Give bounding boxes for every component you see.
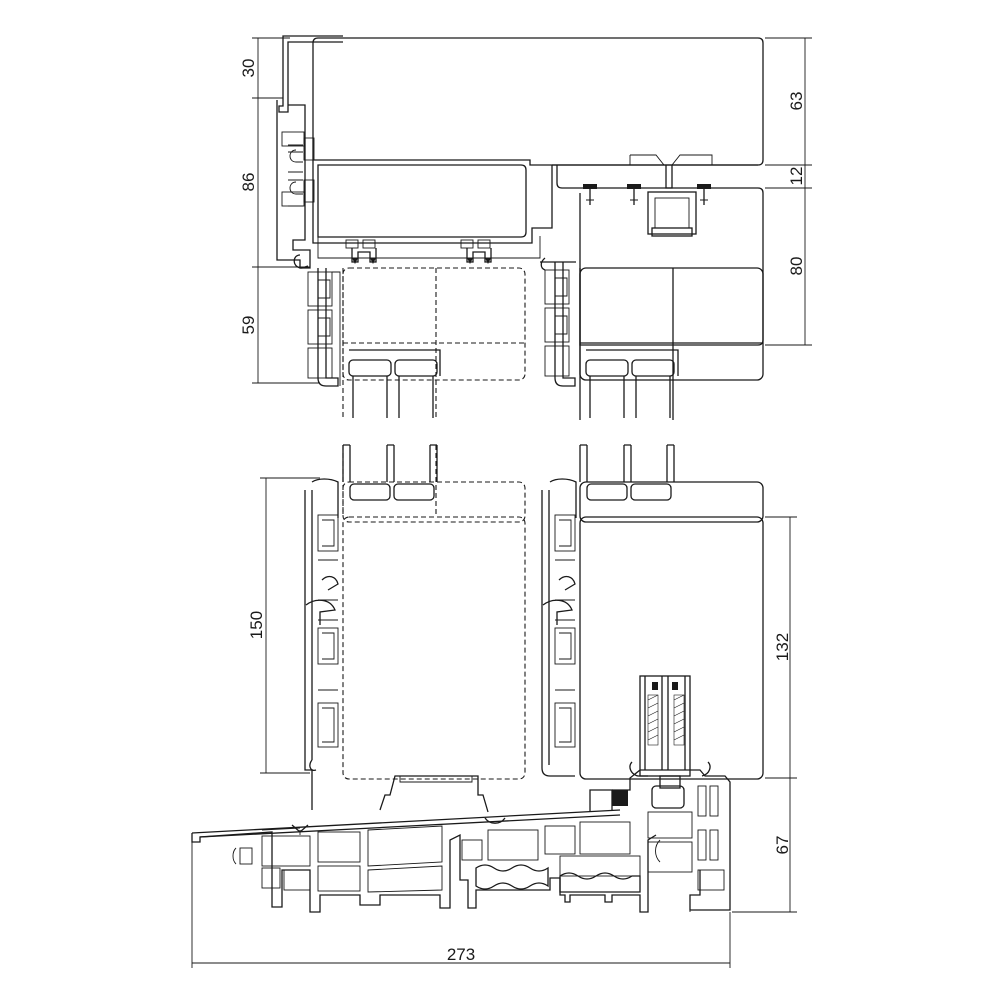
lower-sash-left [304,444,526,810]
lower-sash-left-profile [304,478,339,810]
head-gaskets-left [345,239,377,264]
dim-head-frame: 86 [239,173,258,192]
head-guide-rail [647,165,697,237]
head-sash-right-glazing [585,349,679,418]
dim-glass-height: 150 [247,611,266,639]
threshold-outer-sill [191,831,657,913]
threshold-seal [379,775,489,813]
lower-sash-right-profile [541,478,577,777]
head-top-panel [312,37,764,166]
head-sash-left-profile [307,268,341,387]
head-brush-seals [583,184,711,205]
head-gaskets-right [460,239,492,264]
head-cover-cap [278,35,343,113]
head-inner-box [317,164,527,238]
dim-gasket-gap: 12 [787,167,806,186]
head-sash-right-profile [540,257,576,387]
dim-top-cap: 30 [239,59,258,78]
threshold-section [191,761,731,913]
threshold-chambers [232,821,641,893]
dim-overall-width: 273 [447,945,475,964]
head-sash-left-glazing [348,349,441,418]
head-frame-profile [276,100,311,269]
dimension-lines [191,37,812,968]
head-sash-right [540,257,764,420]
dim-head-sash: 59 [239,316,258,335]
dim-head-height: 80 [787,257,806,276]
dim-head-panel: 63 [787,92,806,111]
head-section [276,35,764,346]
sash-interlock [639,675,691,777]
thermal-inserts [475,864,641,893]
threshold-inner-frame [612,761,731,912]
dim-sash-height: 132 [773,633,792,661]
dim-threshold-height: 67 [773,836,792,855]
head-track [556,165,764,346]
lower-sash-right [541,444,764,780]
head-sash-left [307,267,526,420]
dimension-labels: 30 86 59 150 63 12 80 132 67 273 [239,59,806,964]
